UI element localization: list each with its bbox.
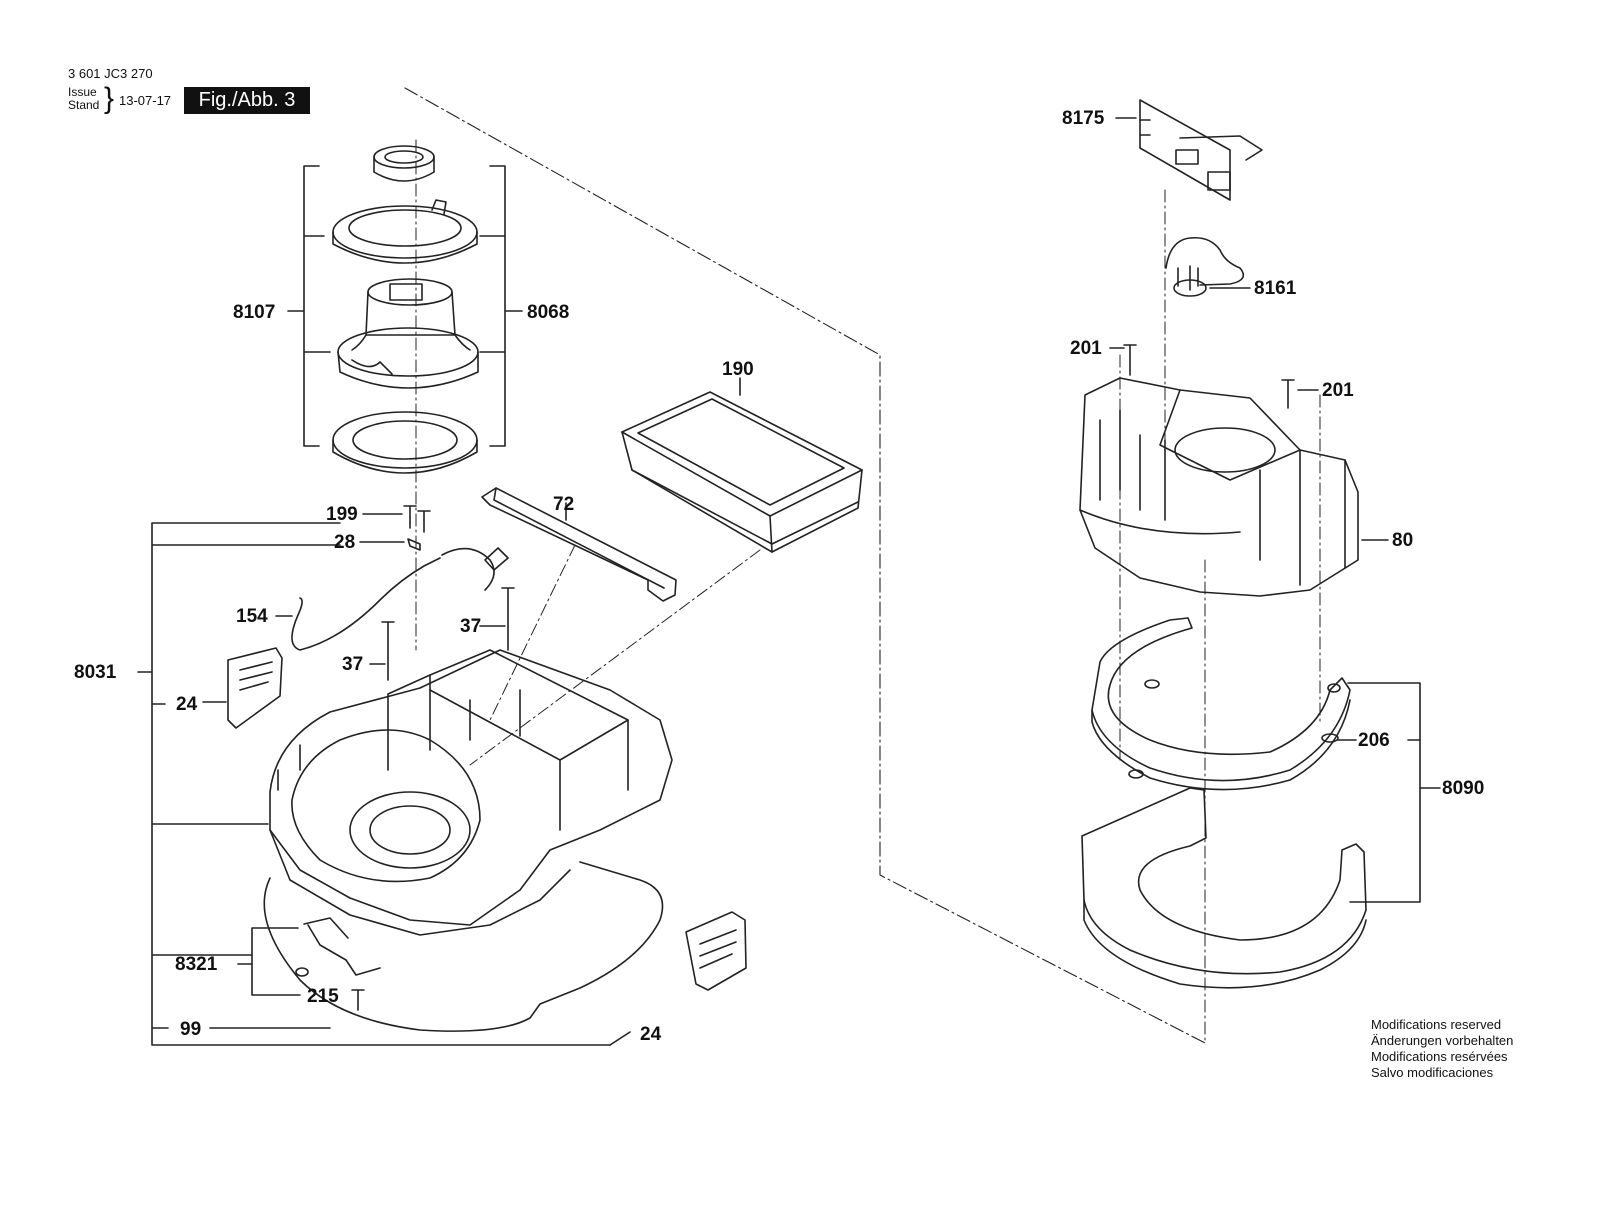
screw-201-b: [1281, 379, 1295, 409]
motor-top-seal: [373, 145, 435, 182]
cover-24-upper: [227, 647, 283, 729]
issue-date: 13-07-17: [119, 93, 172, 108]
screw-37-a: [501, 587, 515, 651]
motor-unit: [337, 278, 479, 389]
callout-8107: 8107: [233, 302, 275, 323]
callout-8175: 8175: [1062, 108, 1105, 129]
flat-filter: [621, 391, 863, 553]
callout-37-a: 37: [460, 616, 481, 637]
main-housing: [269, 649, 673, 936]
callout-154: 154: [236, 606, 268, 627]
callout-215: 215: [307, 986, 339, 1007]
power-cord: [291, 547, 509, 651]
callout-labels: 8107 8068 190 72 199 28 154 37 37 8031 2…: [74, 108, 1484, 1045]
document-number: 3 601 JC3 270: [68, 66, 153, 81]
callout-37-b: 37: [342, 654, 363, 675]
upper-housing-80: [1079, 377, 1359, 597]
washer-215: [295, 967, 309, 977]
notice-line-es: Salvo modificaciones: [1371, 1065, 1494, 1080]
callout-24-a: 24: [176, 694, 198, 715]
callout-8321: 8321: [175, 954, 218, 975]
screw-215: [351, 989, 365, 1011]
base-skirt: [1081, 787, 1367, 989]
callout-201-b: 201: [1322, 380, 1354, 401]
callout-206: 206: [1358, 730, 1390, 751]
callout-8031: 8031: [74, 662, 117, 683]
callout-80: 80: [1392, 530, 1413, 551]
screw-37-b: [381, 621, 395, 681]
figure-badge: Fig./Abb. 3: [184, 87, 310, 114]
callout-72: 72: [553, 494, 574, 515]
notice-line-fr: Modifications resérvées: [1371, 1049, 1508, 1064]
assembly-dashed-boundary: [404, 87, 1206, 1044]
axis-72: [489, 544, 576, 721]
axis-filter: [469, 549, 761, 766]
leader-24-lower: [609, 1031, 631, 1046]
callout-190: 190: [722, 359, 754, 380]
motor-mount-ring: [332, 199, 478, 264]
callout-201-a: 201: [1070, 338, 1102, 359]
callout-199: 199: [326, 504, 358, 525]
callout-8068: 8068: [527, 302, 569, 323]
notice-line-de: Änderungen vorbehalten: [1371, 1033, 1514, 1048]
base-ring-plate: [1091, 617, 1351, 791]
bracket-8031: [137, 522, 611, 1046]
bracket-8068: [479, 165, 523, 447]
bracket-8090: [1347, 682, 1441, 903]
screw-201-a: [1123, 344, 1137, 376]
modifications-notice: Modifications reserved Änderungen vorbeh…: [1371, 1017, 1513, 1081]
stand-label: Stand: [68, 98, 100, 112]
callout-8090: 8090: [1442, 778, 1484, 799]
cover-24-lower: [685, 911, 747, 991]
sensor-8161: [1165, 236, 1245, 297]
screws-199: [403, 505, 431, 533]
brace-glyph: }: [104, 82, 115, 115]
callout-24-b: 24: [640, 1024, 662, 1045]
clip-28: [407, 538, 421, 551]
issue-label: Issue: [68, 85, 97, 99]
callout-8161: 8161: [1254, 278, 1297, 299]
bracket-8107: [287, 165, 331, 447]
bracket-8321: [237, 927, 301, 996]
callout-99: 99: [180, 1019, 201, 1040]
seal-strip-72: [481, 487, 677, 602]
latch-8321: [303, 917, 381, 976]
motor-bottom-seal: [332, 411, 478, 474]
notice-line-en: Modifications reserved: [1371, 1017, 1502, 1032]
pcb-8175: [1139, 99, 1263, 201]
issue-stand-label: Issue Stand: [68, 86, 99, 112]
callout-28: 28: [334, 532, 355, 553]
gasket-ring-99: [263, 861, 664, 1032]
